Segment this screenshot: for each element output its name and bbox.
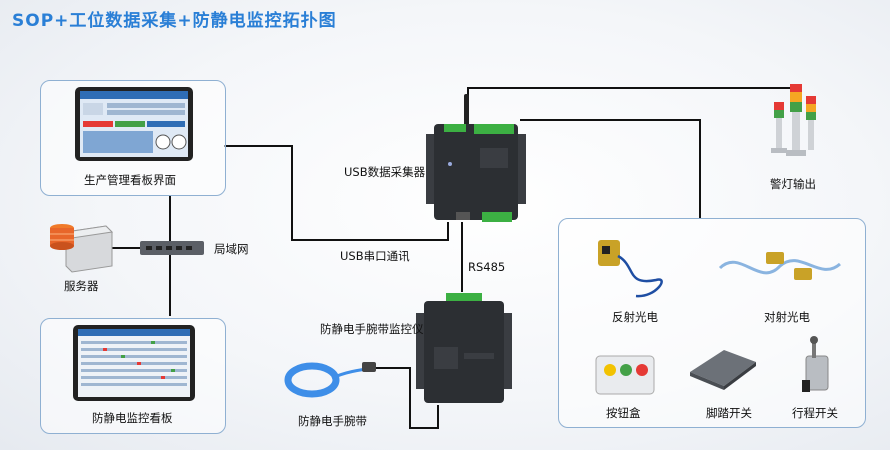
lan-switch-icon bbox=[140, 241, 204, 255]
esd-monitor-label: 防静电手腕带监控仪 bbox=[320, 322, 424, 336]
usb-serial-label: USB串口通讯 bbox=[340, 249, 410, 263]
through-beam-sensor-icon bbox=[718, 252, 842, 280]
usb-collector-label: USB数据采集器 bbox=[344, 165, 426, 179]
esd-monitor-icon bbox=[416, 293, 512, 403]
mgmt-board-label: 生产管理看板界面 bbox=[84, 173, 176, 187]
lan-label: 局域网 bbox=[214, 242, 249, 256]
alarm-light-label: 警灯输出 bbox=[770, 177, 816, 191]
travel-switch-icon bbox=[802, 336, 829, 392]
through-beam-label: 对射光电 bbox=[764, 310, 810, 324]
reflective-sensor-icon bbox=[598, 240, 663, 298]
server-icon bbox=[50, 224, 114, 273]
tablet-icon bbox=[75, 87, 193, 161]
page-title: SOP+工位数据采集+防静电监控拓扑图 bbox=[12, 11, 337, 31]
travel-switch-label: 行程开关 bbox=[792, 406, 838, 420]
button-box-label: 按钮盒 bbox=[606, 406, 641, 420]
foot-pedal-label: 脚踏开关 bbox=[706, 406, 752, 420]
alarm-light-icon bbox=[771, 84, 816, 156]
wrist-strap-label: 防静电手腕带 bbox=[298, 414, 367, 428]
wrist-strap-icon bbox=[284, 362, 376, 398]
server-label: 服务器 bbox=[64, 279, 99, 293]
reflective-label: 反射光电 bbox=[612, 310, 658, 324]
usb-wire bbox=[224, 145, 449, 241]
esd-board-label: 防静电监控看板 bbox=[92, 411, 173, 425]
button-box-icon bbox=[595, 355, 655, 395]
rs485-label: RS485 bbox=[468, 260, 506, 274]
mgmt-board-panel bbox=[40, 80, 226, 196]
usb-collector-icon bbox=[426, 94, 526, 222]
esd-board-panel bbox=[40, 318, 226, 434]
tablet-icon bbox=[73, 325, 195, 401]
strap-wire bbox=[372, 367, 439, 429]
foot-pedal-icon bbox=[690, 350, 756, 390]
sensor-wire bbox=[520, 119, 701, 218]
